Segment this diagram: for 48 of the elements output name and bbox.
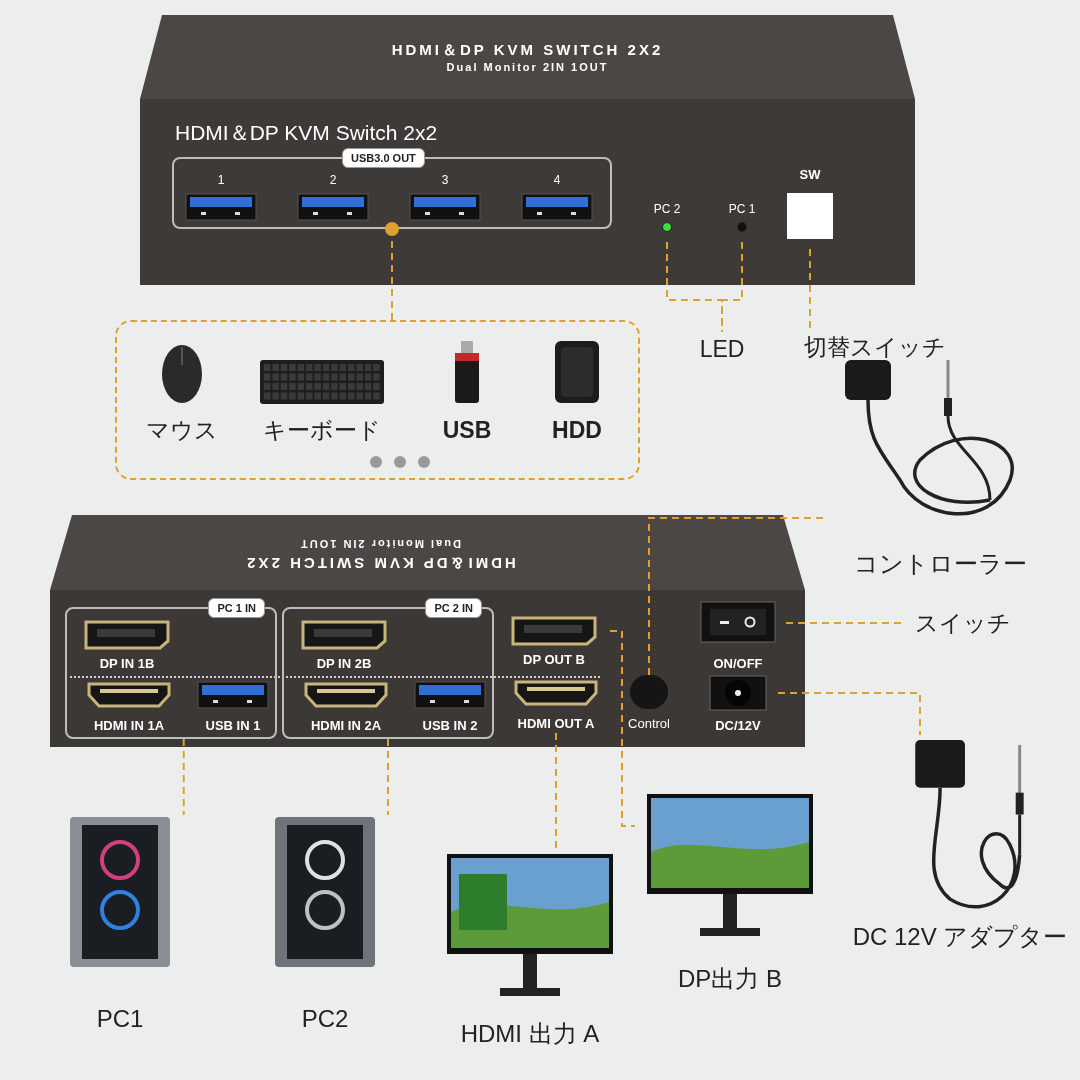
port-label: HDMI OUT A <box>517 714 595 733</box>
leader-line <box>387 738 389 816</box>
port-label: DC/12V <box>715 716 761 735</box>
port-label: DP IN 2B <box>316 654 372 673</box>
leader-line <box>609 630 636 827</box>
group-label: PC 1 IN <box>208 598 265 618</box>
product-title: HDMI＆DP KVM Switch 2x2 <box>175 120 438 146</box>
group-label: USB3.0 OUT <box>342 148 425 168</box>
device-label: マウス <box>146 415 218 445</box>
group-label: PC 2 IN <box>425 598 482 618</box>
device-label: キーボード <box>263 415 381 445</box>
port-number: 3 <box>441 172 449 189</box>
lid-print: HDMI＆DP KVM SWITCH 2X2 <box>243 553 517 574</box>
button-label: SW <box>799 166 821 184</box>
lid-print: HDMI＆DP KVM SWITCH 2X2 <box>390 40 665 60</box>
port-label: USB IN 2 <box>422 716 478 735</box>
device-label: コントローラー <box>853 549 1027 579</box>
device-label: USB <box>442 415 492 445</box>
port-number: 2 <box>329 172 337 189</box>
port-label: HDMI IN 1A <box>93 716 165 735</box>
port-label: DP OUT B <box>523 650 585 669</box>
device-label: PC2 <box>301 1004 349 1034</box>
leader-line <box>385 222 399 321</box>
leader-line <box>182 738 185 816</box>
lid-print: Dual Monitor 2IN 1OUT <box>298 536 462 552</box>
device-label: HDD <box>552 415 602 445</box>
port-number: 4 <box>553 172 561 189</box>
device-label: PC1 <box>96 1004 144 1034</box>
callout-label: スイッチ <box>913 609 1012 638</box>
leader-line <box>721 241 743 333</box>
leader-line <box>777 692 921 736</box>
device-label: DP出力 B <box>678 964 782 994</box>
device-label: DC 12V アダプター <box>852 922 1068 952</box>
port-number: 1 <box>217 172 225 189</box>
leader-line <box>648 517 826 676</box>
led-label: PC 2 <box>653 201 681 218</box>
device-label: HDMI 出力 A <box>460 1019 600 1049</box>
port-label: USB IN 1 <box>205 716 261 735</box>
peripheral-frame <box>115 320 640 480</box>
port-label: ON/OFF <box>713 654 763 673</box>
port-label: DP IN 1B <box>99 654 155 673</box>
port-label: HDMI IN 2A <box>310 716 382 735</box>
leader-line <box>809 248 811 331</box>
led-label: PC 1 <box>728 201 756 218</box>
port-label: Control <box>628 714 670 733</box>
callout-label: LED <box>698 335 746 364</box>
lid-print: Dual Monitor 2IN 1OUT <box>445 60 610 75</box>
callout-label: 切替スイッチ <box>803 333 947 362</box>
